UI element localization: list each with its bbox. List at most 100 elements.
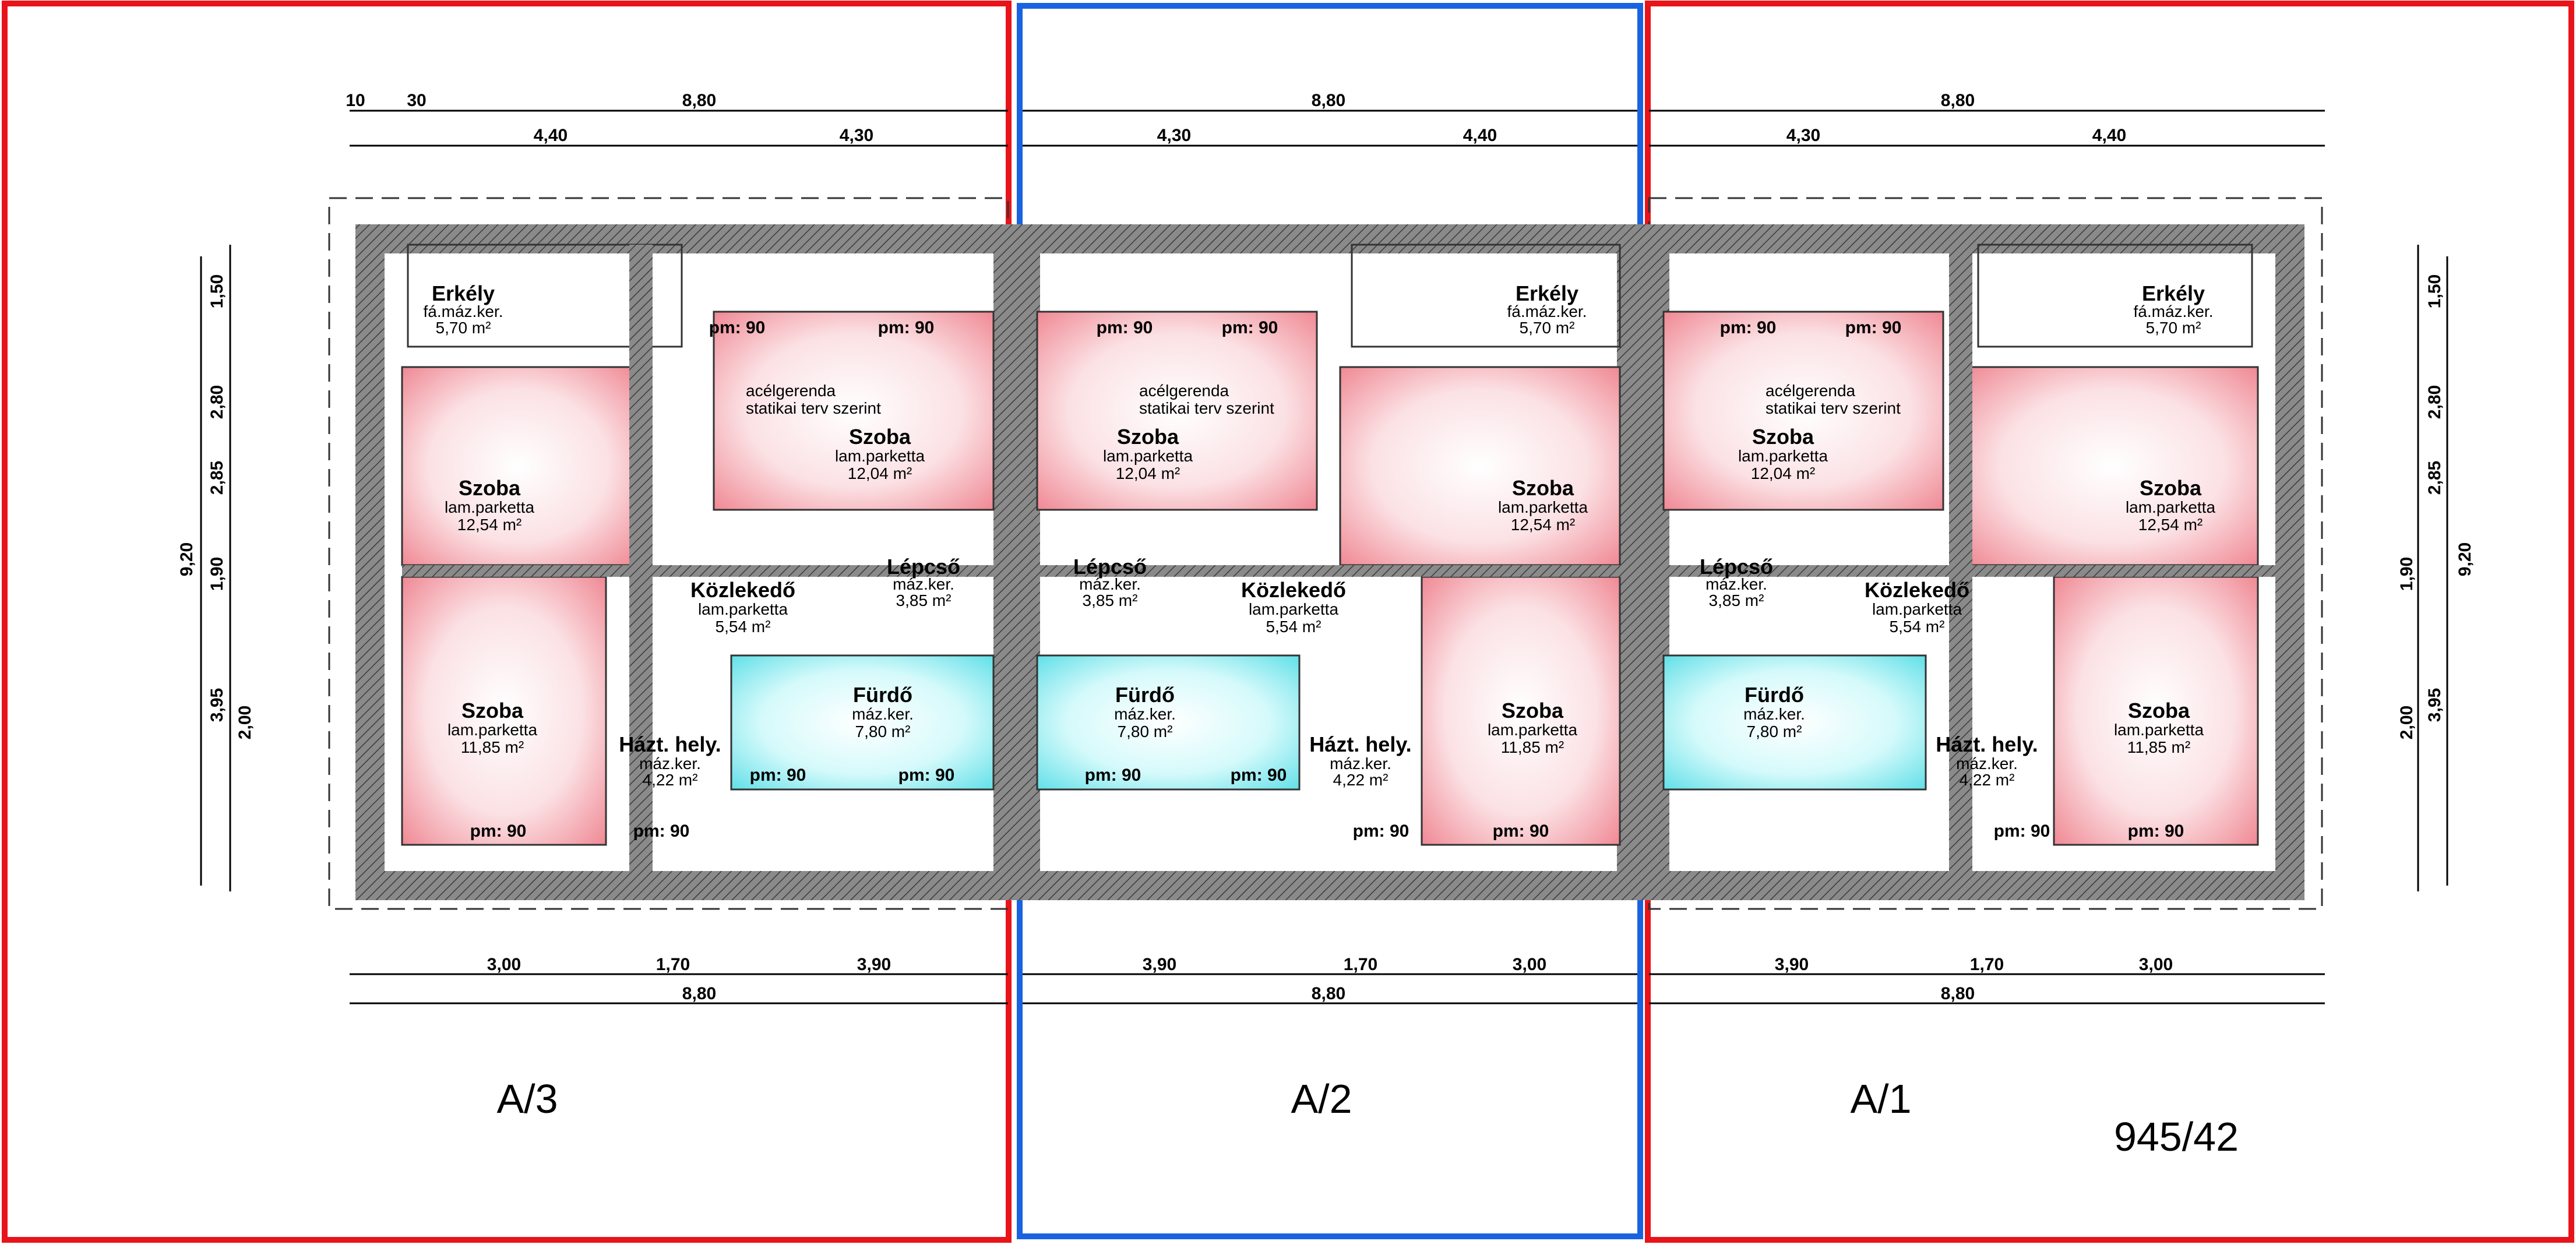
furdo-name: Fürdő: [1745, 683, 1804, 707]
hazt-material: máz.ker.: [1956, 755, 2018, 773]
lepcso-area: 3,85 m²: [1083, 591, 1138, 609]
furdo-area: 7,80 m²: [1747, 722, 1802, 741]
wall-mid: [402, 565, 1008, 577]
hazt-material: máz.ker.: [639, 755, 701, 773]
beam-note-1: acélgerenda: [746, 382, 836, 400]
window-label: pm: 90: [1720, 318, 1777, 337]
lepcso-name: Lépcső: [1073, 555, 1147, 579]
dim-bottom-300: 3,00: [2139, 955, 2173, 974]
szoba-se-name: Szoba: [1502, 699, 1564, 722]
dim-left-190: 1,90: [207, 557, 227, 591]
wall-mid: [1655, 565, 2290, 577]
dim-top-430: 4,30: [1157, 126, 1191, 145]
window-label: pm: 90: [1085, 766, 1141, 785]
unit-label: A/3: [496, 1076, 558, 1122]
window-label: pm: 90: [470, 822, 527, 841]
unit-label: A/2: [1291, 1076, 1352, 1122]
unit-a1: A/1 945/42 Erkély fá.máz.ker. 5,70 m² Sz…: [1640, 1, 2574, 1243]
kozlekedo-area: 5,54 m²: [716, 618, 771, 636]
szoba-e-name: Szoba: [2140, 476, 2202, 500]
hazt-name: Házt. hely.: [619, 732, 721, 756]
szoba-ne-area: 12,04 m²: [848, 464, 912, 482]
szoba-sw-area: 11,85 m²: [461, 738, 524, 756]
lepcso-name: Lépcső: [1700, 555, 1773, 579]
szoba-nw-area: 12,54 m²: [457, 516, 522, 534]
szoba-e-area: 12,54 m²: [2138, 516, 2203, 534]
szoba-n-material: lam.parketta: [1738, 447, 1828, 465]
lepcso-area: 3,85 m²: [1709, 591, 1764, 609]
hazt-material: máz.ker.: [1330, 755, 1391, 773]
room-szoba-nw: [401, 366, 636, 566]
furdo-material: máz.ker.: [1743, 705, 1805, 723]
hazt-name: Házt. hely.: [1936, 732, 2038, 756]
dim-bottom-300: 3,00: [487, 955, 521, 974]
szoba-se-name: Szoba: [2128, 699, 2190, 722]
szoba-n-area: 12,04 m²: [1751, 464, 1816, 482]
szoba-n-material: lam.parketta: [1103, 447, 1193, 465]
dim-bottom-170: 1,70: [1344, 955, 1377, 974]
room-erkely: [1977, 244, 2253, 348]
szoba-se-material: lam.parketta: [2114, 721, 2204, 739]
dim-left-280: 2,80: [207, 385, 227, 419]
beam-note-2: statikai terv szerint: [746, 399, 881, 417]
erkely-name: Erkély: [2142, 281, 2205, 305]
szoba-e-name: Szoba: [1512, 476, 1574, 500]
erkely-area: 5,70 m²: [2146, 319, 2201, 337]
dim-bottom-880: 8,80: [1312, 984, 1345, 1003]
room-erkely: [407, 244, 683, 348]
room-erkely: [1351, 244, 1621, 348]
szoba-n-name: Szoba: [1117, 425, 1179, 449]
room-furdo: [730, 654, 995, 791]
dim-bottom-880: 8,80: [682, 984, 716, 1003]
szoba-n-area: 12,04 m²: [1116, 464, 1180, 482]
room-furdo: [1662, 654, 1927, 791]
room-szoba-ne: [713, 311, 995, 511]
dim-top-440: 4,40: [1463, 126, 1497, 145]
window-label: pm: 90: [2128, 822, 2184, 841]
furdo-name: Fürdő: [1115, 683, 1175, 707]
furdo-material: máz.ker.: [852, 705, 914, 723]
dim-top-440: 4,40: [534, 126, 568, 145]
szoba-ne-name: Szoba: [849, 425, 911, 449]
outer-wall: [355, 224, 1023, 900]
beam-note-1: acélgerenda: [1766, 382, 1856, 400]
erkely-name: Erkély: [1516, 281, 1578, 305]
dim-left-285: 2,85: [207, 461, 227, 495]
room-szoba-se: [2053, 576, 2259, 846]
kozlekedo-area: 5,54 m²: [1890, 618, 1945, 636]
dim-left-200: 2,00: [235, 706, 255, 739]
szoba-e-material: lam.parketta: [1498, 498, 1588, 516]
furdo-area: 7,80 m²: [1118, 722, 1173, 741]
wall-mid: [1026, 565, 1631, 577]
kozlekedo-name: Közlekedő: [690, 578, 795, 602]
kozlekedo-material: lam.parketta: [698, 600, 788, 618]
hazt-area: 4,22 m²: [1333, 771, 1389, 789]
kozlekedo-area: 5,54 m²: [1266, 618, 1322, 636]
dim-top-10: 10: [346, 91, 365, 110]
erkely-material: fá.máz.ker.: [424, 302, 503, 320]
dim-right-200: 2,00: [2397, 706, 2416, 739]
window-label: pm: 90: [1994, 822, 2050, 841]
window-label: pm: 90: [633, 822, 690, 841]
dim-right-395: 3,95: [2425, 688, 2444, 722]
erkely-material: fá.máz.ker.: [2134, 302, 2214, 320]
room-szoba-e: [1339, 366, 1621, 566]
kozlekedo-name: Közlekedő: [1241, 578, 1346, 602]
furdo-name: Fürdő: [853, 683, 912, 707]
lepcso-material: máz.ker.: [1705, 575, 1767, 593]
dim-bottom-300: 3,00: [1513, 955, 1546, 974]
beam-note-2: statikai terv szerint: [1139, 399, 1274, 417]
dim-left-920: 9,20: [177, 542, 196, 576]
hazt-name: Házt. hely.: [1309, 732, 1411, 756]
parcel-number: 945/42: [2114, 1114, 2239, 1159]
beam-note-2: statikai terv szerint: [1766, 399, 1901, 417]
szoba-e-material: lam.parketta: [2126, 498, 2215, 516]
furdo-area: 7,80 m²: [855, 722, 911, 741]
dim-top-440: 4,40: [2092, 126, 2126, 145]
dim-bottom-390: 3,90: [1775, 955, 1809, 974]
room-szoba-n: [1036, 311, 1318, 511]
dim-top-430: 4,30: [840, 126, 873, 145]
unit-a2: A/2 Erkély fá.máz.ker. 5,70 m² Szoba lam…: [1011, 3, 1646, 1239]
